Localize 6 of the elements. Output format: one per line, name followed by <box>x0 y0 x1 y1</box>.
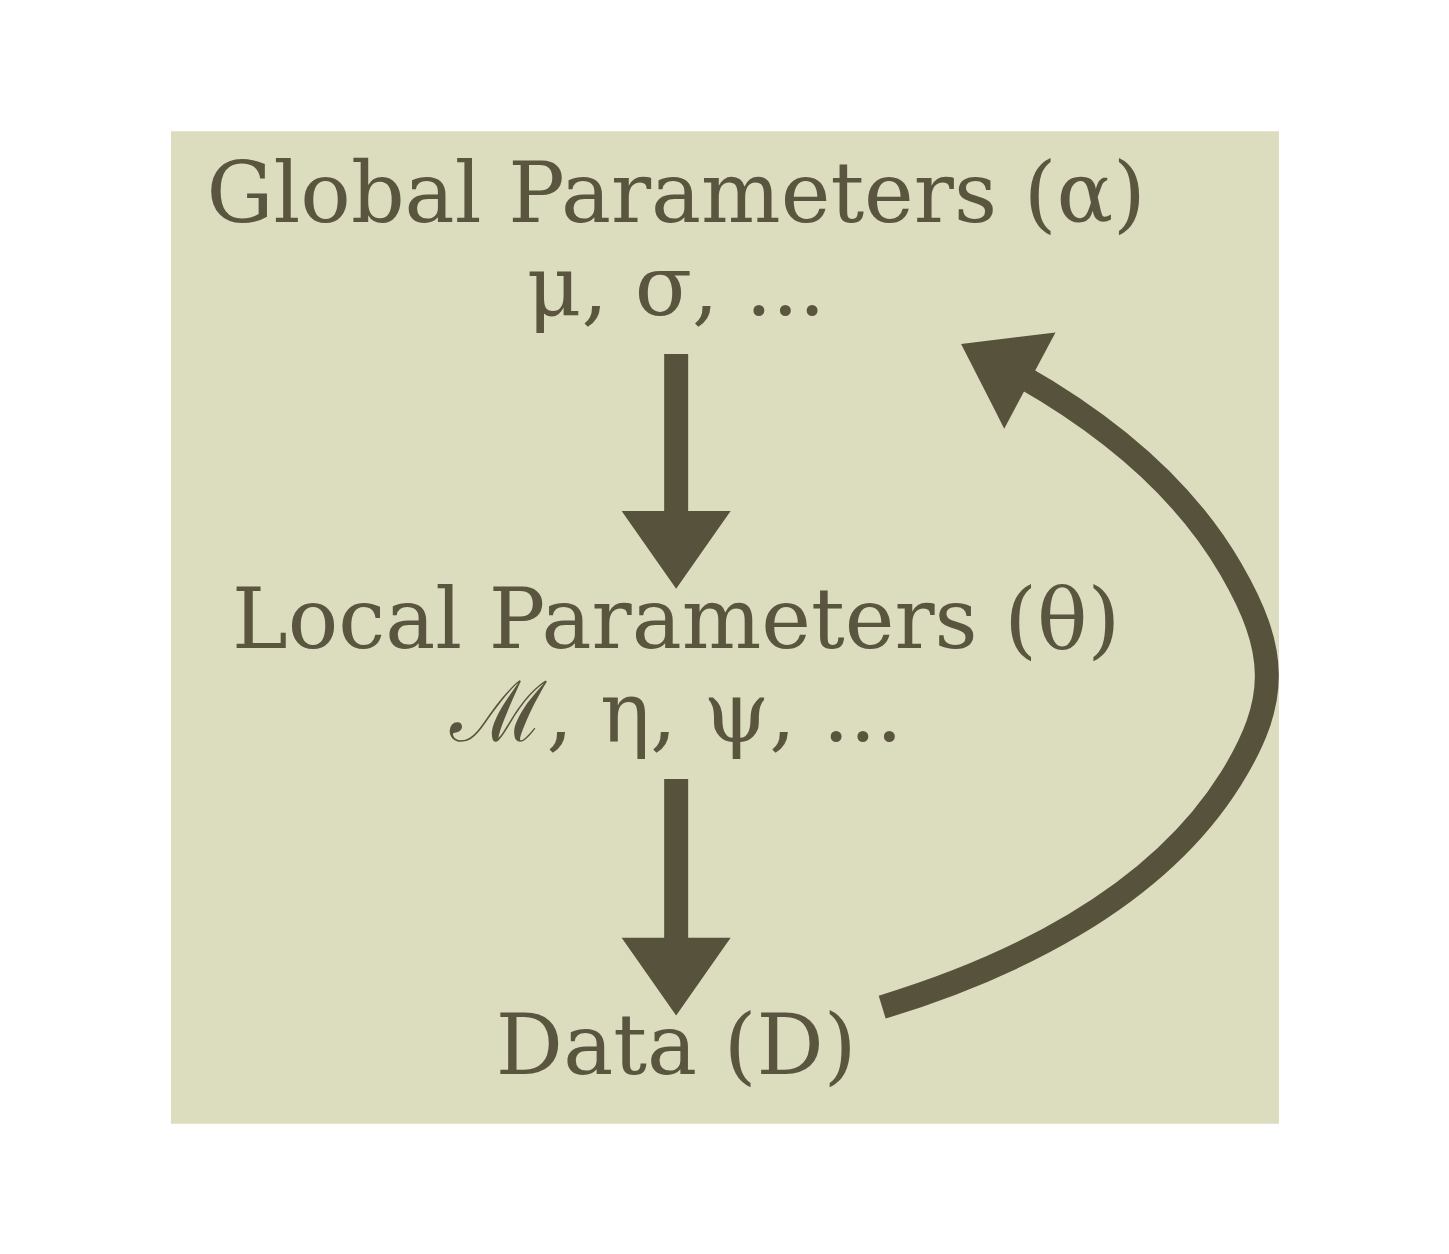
node-text: Local Parameters (θ) ℳ, η, ψ, ... <box>231 569 1120 761</box>
node-text: Data (D) <box>495 995 856 1094</box>
node-text: Global Parameters (α) μ, σ, ... <box>205 143 1146 335</box>
arrow <box>621 353 731 589</box>
arrow <box>621 778 731 1015</box>
arrow <box>878 331 1279 1019</box>
